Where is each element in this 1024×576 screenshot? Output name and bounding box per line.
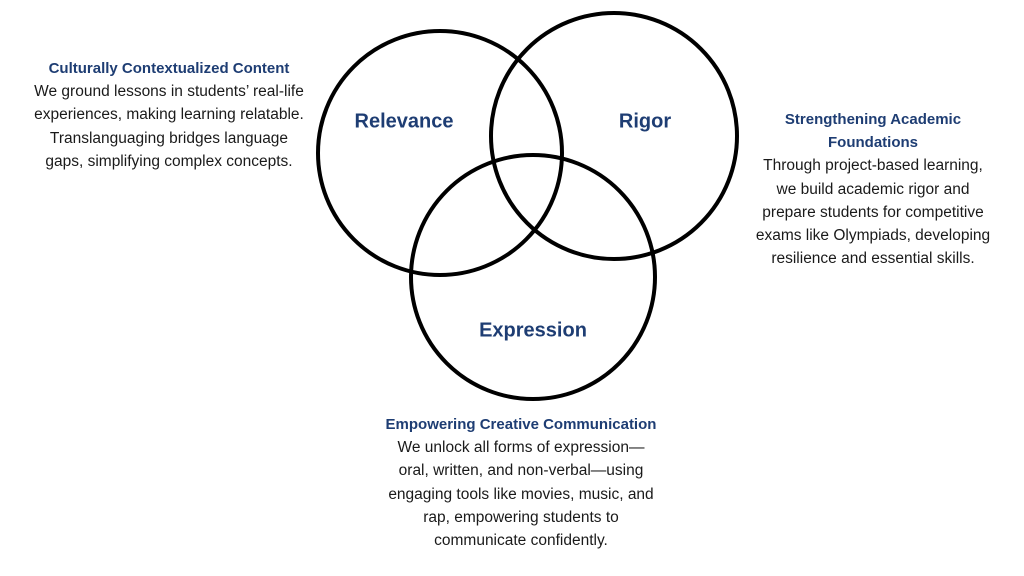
block-title: Strengthening Academic bbox=[784, 111, 962, 128]
block-line: we build academic rigor and bbox=[776, 180, 970, 198]
block-line: communicate confidently. bbox=[434, 532, 608, 550]
block-line: We ground lessons in students’ real-life bbox=[34, 83, 304, 101]
block-line: oral, written, and non-verbal—using bbox=[398, 462, 644, 480]
rigor-label: Rigor bbox=[618, 110, 672, 133]
block-title: Foundations bbox=[828, 134, 918, 152]
block-line: gaps, simplifying complex concepts. bbox=[45, 152, 293, 170]
block-line: Through project-based learning, bbox=[763, 157, 983, 175]
block-line: resilience and essential skills. bbox=[771, 250, 975, 268]
block-title: Empowering Creative Communication bbox=[385, 416, 657, 433]
block-line: exams like Olympiads, developing bbox=[755, 227, 991, 245]
block-line: experiences, making learning relatable. bbox=[34, 106, 304, 124]
rigor-circle bbox=[489, 11, 739, 261]
block-line: engaging tools like movies, music, and bbox=[388, 485, 654, 503]
block-line: rap, empowering students to bbox=[423, 508, 619, 526]
rigor-description: Strengthening Academic Foundations Throu… bbox=[733, 108, 1013, 270]
expression-circle bbox=[409, 153, 657, 401]
expression-label: Expression bbox=[479, 319, 587, 342]
block-line: prepare students for competitive bbox=[762, 203, 984, 221]
expression-description: Empowering Creative Communication We unl… bbox=[346, 413, 696, 552]
block-line: Translanguaging bridges language bbox=[49, 129, 289, 147]
block-line: We unlock all forms of expression— bbox=[397, 439, 645, 457]
block-title: Culturally Contextualized Content bbox=[48, 60, 290, 77]
relevance-label: Relevance bbox=[354, 110, 454, 133]
relevance-description: Culturally Contextualized Content We gro… bbox=[0, 57, 338, 173]
relevance-circle bbox=[316, 29, 564, 277]
